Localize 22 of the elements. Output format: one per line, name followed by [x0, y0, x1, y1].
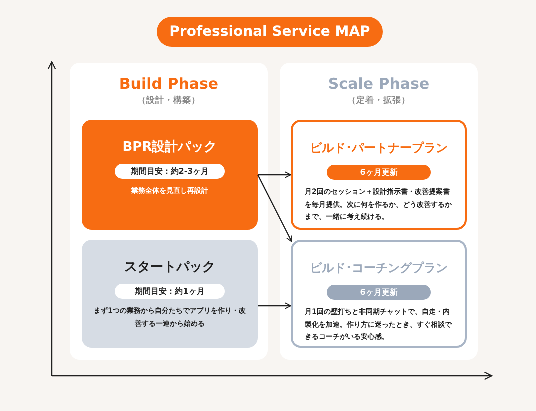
duration-badge: 期間目安：約1ヶ月	[115, 284, 225, 299]
card-title: BPR設計パック	[122, 138, 218, 156]
phase-panel	[280, 63, 478, 360]
arrow	[257, 174, 293, 242]
phase-subtitle: （設計・構築）	[138, 95, 200, 107]
card-title: スタートパック	[124, 259, 216, 276]
duration-badge: 6ヶ月更新	[327, 165, 431, 180]
duration-badge: 期間目安：約2-3ヶ月	[115, 164, 225, 179]
phase-subtitle: （定着・拡張）	[348, 95, 410, 107]
phase-title: Build Phase	[119, 75, 219, 93]
phase-title: Scale Phase	[328, 75, 430, 93]
duration-badge: 6ヶ月更新	[327, 285, 431, 300]
arrow	[258, 172, 292, 178]
plan-card	[82, 120, 258, 230]
card-title: ビルド･コーチングプラン	[310, 260, 448, 277]
phase-panel	[70, 63, 268, 360]
arrow	[258, 302, 292, 310]
plan-card	[82, 240, 258, 348]
card-title: ビルド･パートナープラン	[310, 140, 448, 157]
title-banner: Professional Service MAP	[157, 17, 383, 47]
plan-card	[291, 240, 467, 348]
plan-card	[291, 120, 467, 230]
